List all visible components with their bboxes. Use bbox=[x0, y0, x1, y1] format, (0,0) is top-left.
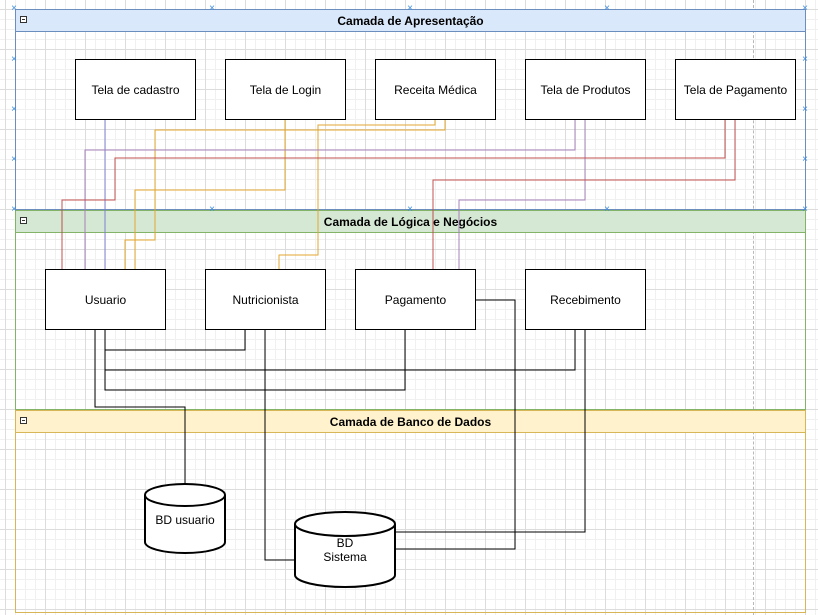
tela-pagamento-node[interactable]: Tela de Pagamento bbox=[675, 59, 796, 120]
selection-handle-icon[interactable]: × bbox=[802, 154, 808, 165]
logic-layer-lane[interactable]: Camada de Lógica e Negócios bbox=[15, 210, 806, 410]
selection-handle-icon[interactable]: × bbox=[11, 104, 17, 115]
nutricionista-node[interactable]: Nutricionista bbox=[205, 269, 326, 330]
pagamento-node[interactable]: Pagamento bbox=[355, 269, 476, 330]
selection-handle-icon[interactable]: × bbox=[802, 3, 808, 14]
edge-login-usuario[interactable] bbox=[134, 120, 286, 270]
selection-handle-icon[interactable]: × bbox=[407, 204, 413, 215]
database-lane-header[interactable]: Camada de Banco de Dados bbox=[16, 411, 805, 433]
tela-cadastro-node[interactable]: Tela de cadastro bbox=[75, 59, 196, 120]
edge-pagamento-usuario[interactable] bbox=[61, 120, 726, 270]
edge-recebimento-bd-sistema[interactable] bbox=[395, 330, 586, 533]
tela-login-node[interactable]: Tela de Login bbox=[225, 59, 346, 120]
edge-pagamento-bd-sistema[interactable] bbox=[395, 299, 516, 550]
collapse-icon[interactable] bbox=[20, 217, 27, 224]
logic-lane-header[interactable]: Camada de Lógica e Negócios bbox=[16, 211, 805, 233]
database-lane-title: Camada de Banco de Dados bbox=[329, 414, 492, 429]
selection-handle-icon[interactable]: × bbox=[11, 54, 17, 65]
edge-usuario-recebimento[interactable] bbox=[104, 330, 576, 390]
presentation-lane-title: Camada de Apresentação bbox=[337, 13, 484, 28]
edge-usuario-pagamento[interactable] bbox=[104, 330, 406, 391]
presentation-layer-lane[interactable]: Camada de Apresentação bbox=[15, 9, 806, 210]
edge-produtos-pagamento[interactable] bbox=[458, 120, 586, 270]
edge-usuario-nutricionista[interactable] bbox=[104, 330, 246, 351]
selection-handle-icon[interactable]: × bbox=[604, 204, 610, 215]
logic-lane-title: Camada de Lógica e Negócios bbox=[323, 214, 498, 229]
usuario-label: Usuario bbox=[84, 292, 127, 307]
tela-produtos-label: Tela de Produtos bbox=[540, 82, 631, 97]
selection-handle-icon[interactable]: × bbox=[209, 3, 215, 14]
selection-handle-icon[interactable]: × bbox=[802, 104, 808, 115]
bd-sistema-cylinder-shape[interactable] bbox=[294, 511, 396, 588]
selection-handle-icon[interactable]: × bbox=[209, 204, 215, 215]
receita-medica-label: Receita Médica bbox=[394, 82, 477, 97]
edge-produtos-usuario[interactable] bbox=[84, 120, 576, 270]
usuario-node[interactable]: Usuario bbox=[45, 269, 166, 330]
selection-handle-icon[interactable]: × bbox=[11, 204, 17, 215]
selection-handle-icon[interactable]: × bbox=[802, 204, 808, 215]
presentation-lane-header[interactable]: Camada de Apresentação bbox=[16, 10, 805, 32]
collapse-icon[interactable] bbox=[20, 16, 27, 23]
selection-handle-icon[interactable]: × bbox=[604, 3, 610, 14]
page-boundary-line bbox=[753, 0, 754, 615]
pagamento-label: Pagamento bbox=[384, 292, 447, 307]
edge-nutricionista-bd-sistema[interactable] bbox=[264, 330, 295, 561]
recebimento-node[interactable]: Recebimento bbox=[525, 269, 646, 330]
selection-handle-icon[interactable]: × bbox=[407, 3, 413, 14]
tela-pagamento-label: Tela de Pagamento bbox=[683, 82, 788, 97]
edge-receita-nutricionista[interactable] bbox=[278, 120, 436, 270]
bd-sistema-label: BD Sistema bbox=[323, 536, 367, 564]
tela-cadastro-label: Tela de cadastro bbox=[91, 82, 180, 97]
database-layer-lane[interactable]: Camada de Banco de Dados bbox=[15, 410, 806, 613]
edge-pagamento-logic-pagamento[interactable] bbox=[432, 120, 736, 270]
selection-handle-icon[interactable]: × bbox=[11, 3, 17, 14]
tela-login-label: Tela de Login bbox=[249, 82, 322, 97]
nutricionista-label: Nutricionista bbox=[232, 292, 299, 307]
selection-handle-icon[interactable]: × bbox=[11, 154, 17, 165]
edge-usuario-bd-usuario[interactable] bbox=[94, 330, 186, 484]
tela-produtos-node[interactable]: Tela de Produtos bbox=[525, 59, 646, 120]
recebimento-label: Recebimento bbox=[550, 292, 621, 307]
selection-handle-icon[interactable]: × bbox=[802, 54, 808, 65]
collapse-icon[interactable] bbox=[20, 417, 27, 424]
edge-receita-usuario[interactable] bbox=[124, 120, 446, 270]
bd-usuario-cylinder-shape[interactable] bbox=[144, 483, 226, 554]
receita-medica-node[interactable]: Receita Médica bbox=[375, 59, 496, 120]
bd-usuario-label: BD usuario bbox=[155, 513, 215, 527]
